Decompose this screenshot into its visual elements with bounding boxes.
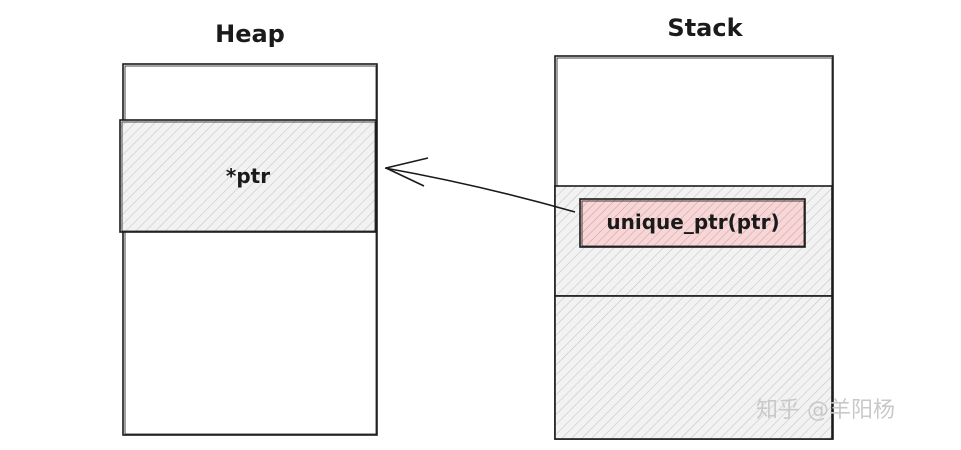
- pointer-arrow: [384, 157, 576, 213]
- unique-ptr-object: [579, 198, 806, 248]
- stack-frame-lower: [554, 295, 833, 440]
- heap-column: [122, 63, 378, 436]
- unique-ptr-label: unique_ptr(ptr): [606, 210, 779, 234]
- watermark: 知乎 @羊阳杨: [756, 398, 895, 423]
- heap-cell-label: *ptr: [226, 164, 270, 188]
- heap-pointee-cell: [119, 119, 377, 233]
- heap-title: Heap: [215, 20, 285, 48]
- stack-title: Stack: [667, 14, 743, 42]
